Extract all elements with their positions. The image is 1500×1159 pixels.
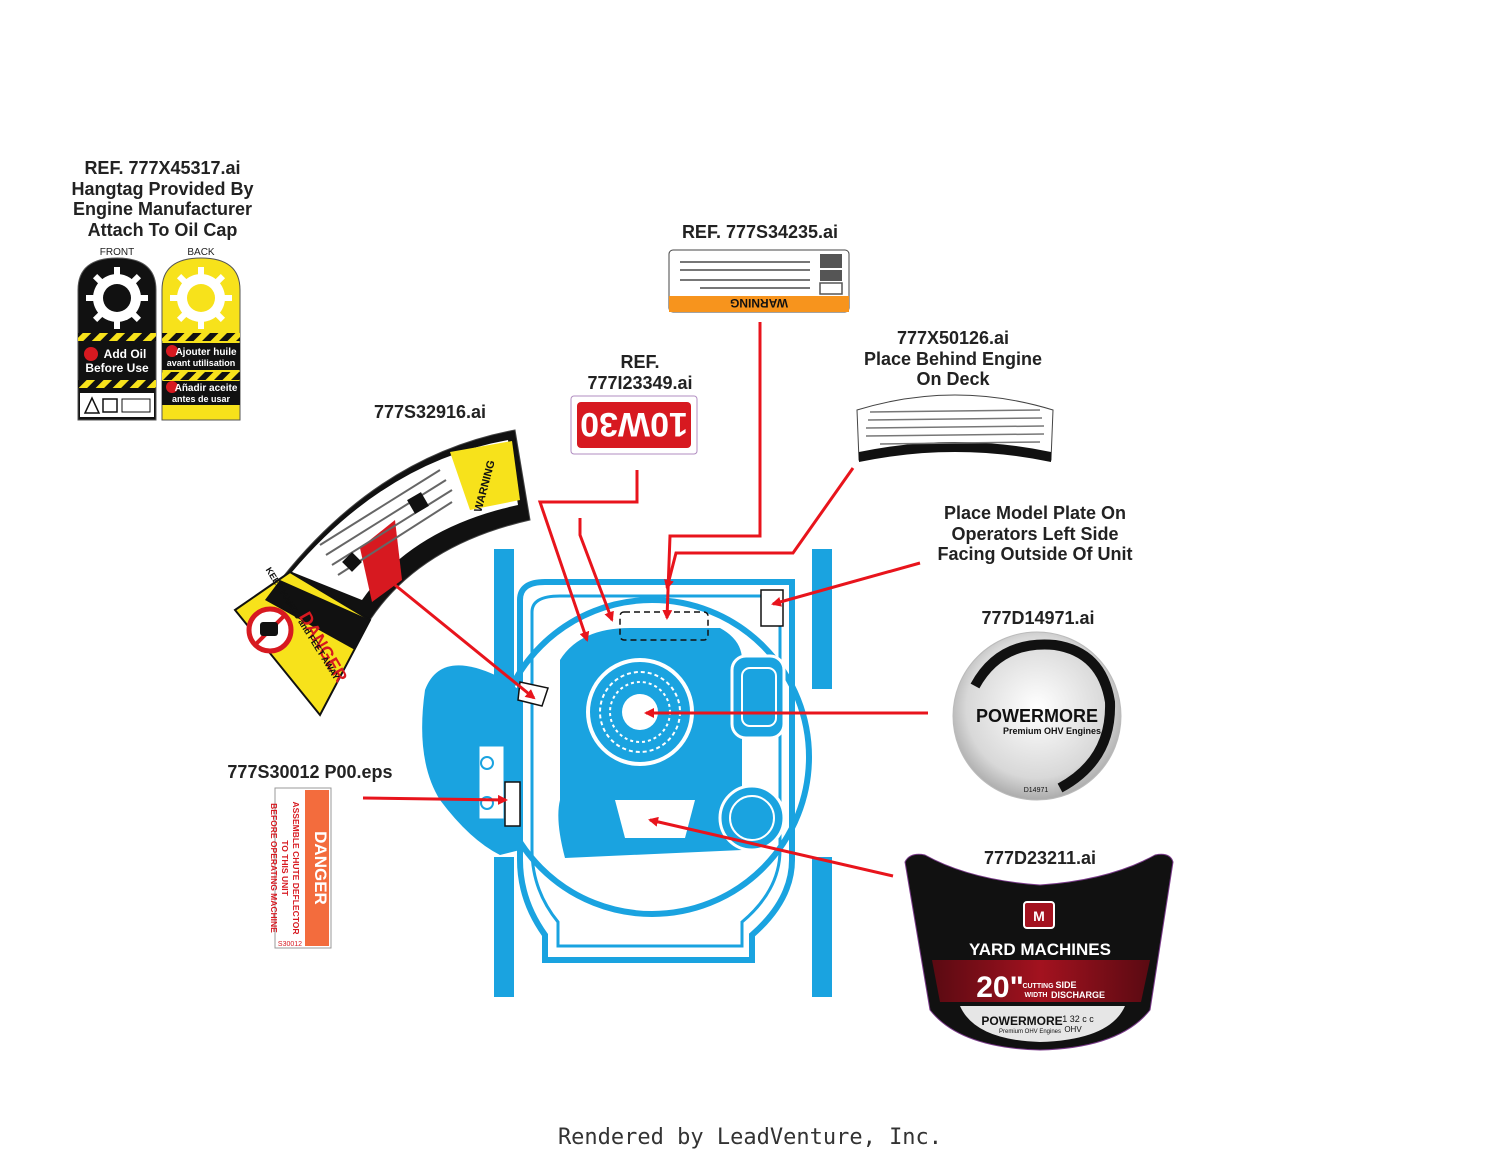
yard-side2: DISCHARGE	[1051, 990, 1105, 1000]
oil-decal-callout: REF. 777I23349.ai	[560, 352, 720, 393]
arrow-model-plate	[771, 561, 921, 607]
yard-cut1: CUTTING	[1022, 983, 1054, 990]
danger-arc-ref: 777S32916.ai	[373, 402, 487, 422]
mower-deck	[422, 549, 832, 997]
yard-engine-sub: Premium OHV Engines	[999, 1029, 1061, 1035]
warning-decal-callout: REF. 777S34235.ai	[660, 222, 860, 243]
yard-decal: M YARD MACHINES 20" CUTTING WIDTH SIDE D…	[904, 853, 1174, 1051]
hangtag-line1: Hangtag Provided By	[71, 178, 254, 199]
oil-decal: 10W30	[570, 395, 698, 455]
fuel-decal-callout: 777X50126.ai Place Behind Engine On Deck	[842, 328, 1064, 390]
arrow-oil-decal-b	[578, 518, 614, 622]
oil-decal-ref2: 777I23349.ai	[587, 372, 693, 393]
stop-icon	[166, 345, 178, 357]
manual-icon	[819, 282, 843, 295]
arrow-oil-decal-a	[537, 470, 639, 642]
warning-triangle-icon	[83, 396, 101, 414]
yard-brand: YARD MACHINES	[969, 940, 1111, 959]
hangtag-back-text3: Añadir aceite	[175, 383, 238, 394]
hangtag-front-label: FRONT	[100, 247, 134, 258]
yard-decal-ref: 777D23211.ai	[983, 848, 1097, 868]
hangtag-ref: REF. 777X45317.ai	[84, 158, 241, 178]
powermore-decal: POWERMORE Premium OHV Engines D14971	[952, 631, 1122, 801]
stop-icon	[84, 347, 98, 361]
hangtag-back-label: BACK	[187, 247, 215, 258]
hangtag-back-text1: Ajouter huile	[175, 347, 237, 358]
hangtag-callout: REF. 777X45317.ai Hangtag Provided By En…	[60, 158, 265, 241]
fuel-decal-ref: 777X50126.ai	[896, 328, 1010, 348]
footer-credit: Rendered by LeadVenture, Inc.	[557, 1125, 943, 1150]
chute-callout: 777S30012 P00.eps	[210, 762, 410, 783]
warning-decal-heading: WARNING	[730, 296, 788, 310]
hangtag-line3: Attach To Oil Cap	[87, 220, 238, 241]
warning-decal: WARNING	[668, 249, 850, 313]
arrow-chute	[362, 794, 508, 805]
hangtag-decal: FRONT BACK Add Oil Before Use	[77, 247, 241, 421]
arrow-danger-arc	[394, 583, 536, 700]
model-plate-line2: Operators Left Side	[951, 523, 1119, 544]
chute-line2: TO THIS UNIT	[280, 840, 290, 896]
danger-arc-decal: WARNING DANGER KEEP HANDS and FEET AWAY	[233, 429, 531, 717]
powermore-ref: 777D14971.ai	[981, 608, 1095, 628]
oil-decal-text: 10W30	[580, 405, 688, 443]
wheel-rear-left	[494, 857, 514, 997]
gear-icon	[86, 267, 148, 329]
chute-line1: ASSEMBLE CHUTE DEFLECTOR	[291, 801, 301, 934]
powermore-sub: Premium OHV Engines	[1003, 726, 1101, 736]
oil-decal-ref1: REF.	[620, 352, 660, 372]
powermore-callout: 777D14971.ai	[958, 608, 1118, 629]
fuel-decal-line2: On Deck	[916, 369, 990, 390]
fire-icon	[820, 270, 842, 281]
model-plate-line3: Facing Outside Of Unit	[937, 544, 1133, 565]
yard-cc: 1 32 c c	[1062, 1014, 1094, 1024]
powermore-code: D14971	[1024, 787, 1049, 794]
arrow-warning-decal	[662, 322, 762, 620]
hangtag-front-text2: Before Use	[85, 361, 149, 375]
exhaust-icon	[820, 254, 842, 268]
wheel-rear-right	[812, 857, 832, 997]
foot-icon	[342, 552, 362, 572]
hangtag-line2: Engine Manufacturer	[72, 199, 253, 220]
hangtag-back-text2: avant utilisation	[167, 358, 236, 368]
hangtag-front-text1: Add Oil	[104, 347, 147, 361]
model-plate-callout: Place Model Plate On Operators Left Side…	[915, 503, 1155, 565]
oil-can-icon	[121, 398, 151, 413]
leader-arrows	[362, 322, 928, 878]
wheel-front-left	[494, 549, 514, 692]
wheel-front-right	[812, 549, 832, 689]
warning-decal-ref: REF. 777S34235.ai	[681, 222, 839, 242]
stop-icon	[166, 381, 178, 393]
ym-logo-icon	[1023, 901, 1055, 929]
arrow-yard-decal	[648, 816, 894, 878]
gear-icon	[170, 267, 232, 329]
yard-side1: SIDE	[1055, 980, 1076, 990]
model-plate-line1: Place Model Plate On	[943, 503, 1127, 523]
chute-code: S30012	[278, 941, 302, 948]
chute-heading: DANGER	[311, 831, 330, 905]
fuel-decal	[856, 394, 1054, 462]
arrow-fuel-decal	[664, 467, 855, 590]
powermore-brand: POWERMORE	[976, 706, 1098, 726]
yard-ohv: OHV	[1064, 1025, 1082, 1034]
yard-cut2: WIDTH	[1025, 992, 1048, 999]
fuel-decal-line1: Place Behind Engine	[863, 348, 1043, 369]
yard-size: 20"	[976, 971, 1024, 1004]
chute-decal: DANGER ASSEMBLE CHUTE DEFLECTOR TO THIS …	[269, 787, 332, 949]
svg-text:M: M	[1033, 908, 1045, 924]
chute-ref: 777S30012 P00.eps	[227, 762, 393, 782]
danger-arc-callout: 777S32916.ai	[355, 402, 505, 423]
chute-line3: BEFORE OPERATING MACHINE	[269, 803, 279, 933]
hand-icon	[407, 492, 429, 514]
yard-decal-callout: 777D23211.ai	[960, 848, 1120, 869]
hangtag-back-text4: antes de usar	[172, 394, 231, 404]
yard-engine-brand: POWERMORE	[981, 1014, 1062, 1028]
manual-icon	[102, 398, 118, 413]
